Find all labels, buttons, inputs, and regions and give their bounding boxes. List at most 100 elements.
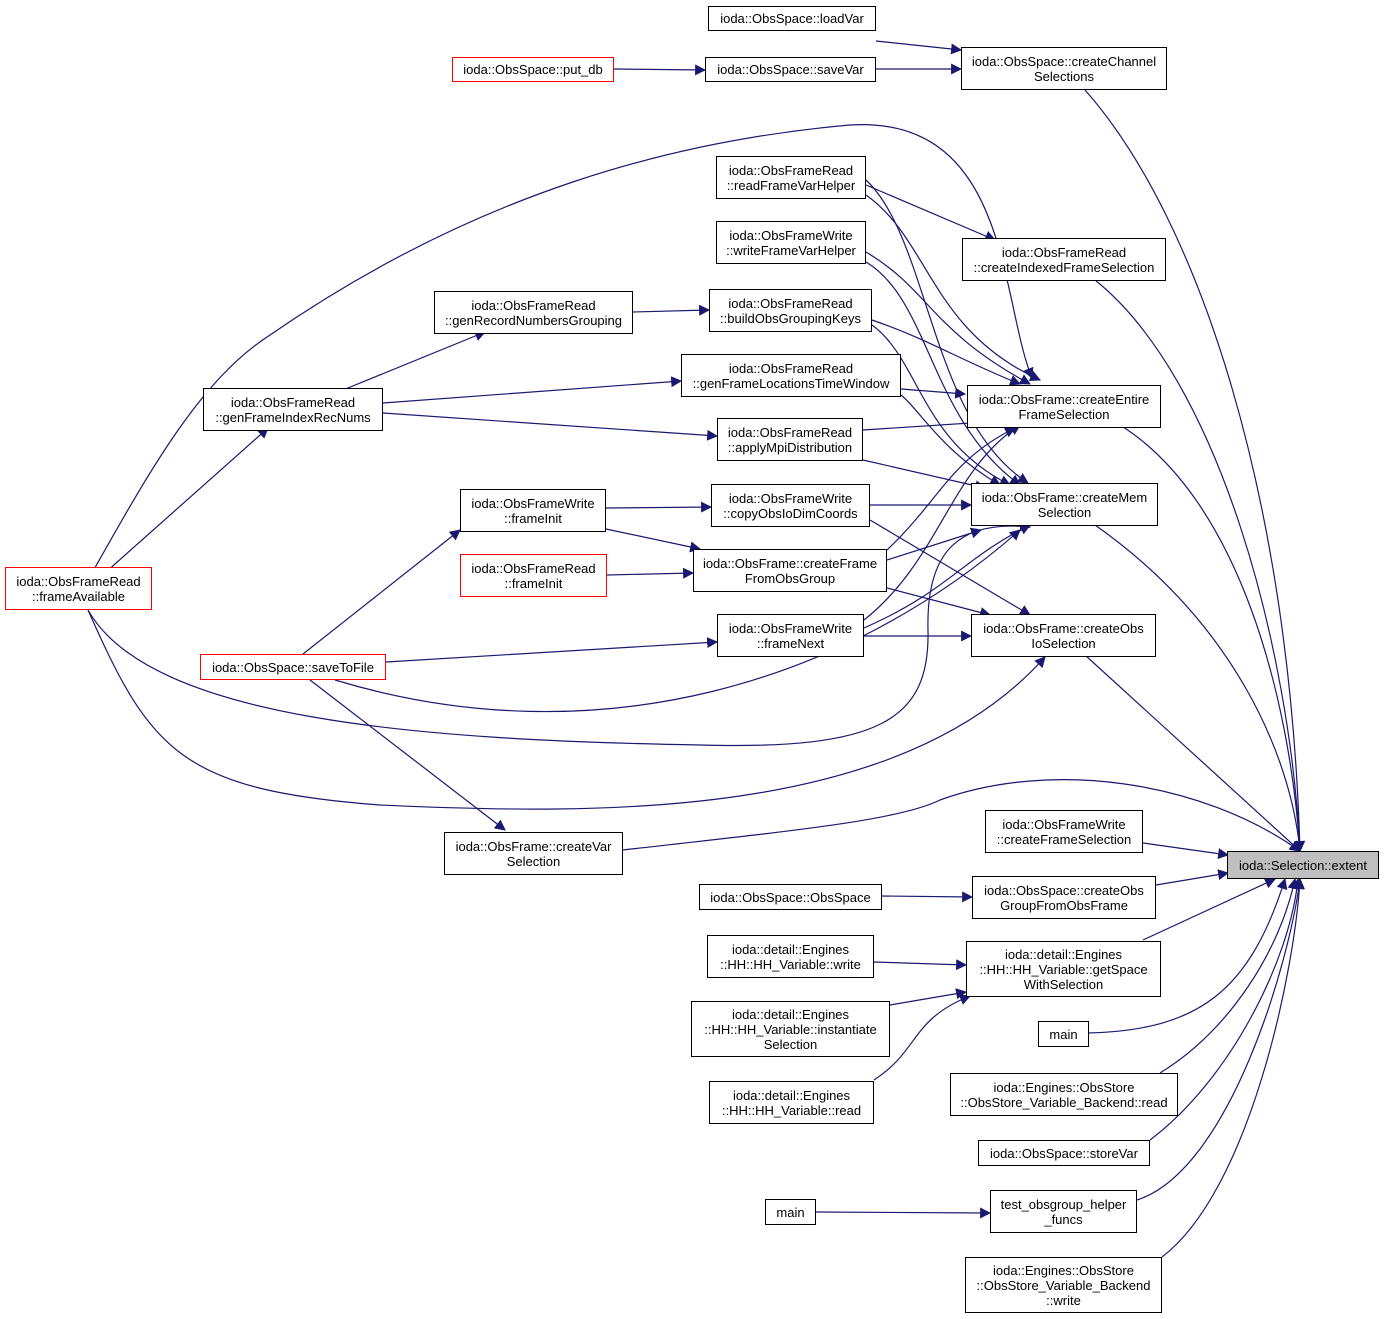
node-gen-record-numbers-grouping[interactable]: ioda::ObsFrameRead::genRecordNumbersGrou…: [434, 291, 633, 334]
node-label-line: ioda::ObsFrameWrite: [728, 620, 853, 636]
node-get-space-with-selection[interactable]: ioda::detail::Engines::HH::HH_Variable::…: [966, 941, 1161, 997]
node-obsspace-constructor[interactable]: ioda::ObsSpace::ObsSpace: [699, 884, 882, 910]
edge: [1084, 654, 1301, 852]
node-label-line: ioda::ObsFrameWrite: [1002, 816, 1126, 832]
edge: [875, 40, 963, 55]
node-gen-frame-index-rec-nums[interactable]: ioda::ObsFrameRead::genFrameIndexRecNums: [203, 388, 383, 431]
node-label-line: ioda::ObsSpace::saveToFile: [212, 659, 374, 675]
node-create-frame-selection[interactable]: ioda::ObsFrameWrite::createFrameSelectio…: [985, 810, 1143, 853]
node-label-line: ::genRecordNumbersGrouping: [444, 312, 623, 328]
node-selection-extent: ioda::Selection::extent: [1227, 851, 1379, 879]
node-label-line: ioda::Engines::ObsStore: [993, 1262, 1134, 1278]
edge: [96, 427, 269, 581]
edge: [865, 194, 1042, 381]
node-label-line: ::HH::HH_Variable::read: [721, 1102, 862, 1118]
node-obsspace-storevar[interactable]: ioda::ObsSpace::storeVar: [978, 1140, 1150, 1166]
node-obsstore-read[interactable]: ioda::Engines::ObsStore::ObsStore_Variab…: [950, 1073, 1178, 1116]
node-obsframewrite-frameinit[interactable]: ioda::ObsFrameWrite::frameInit: [460, 489, 606, 532]
node-label-line: GroupFromObsFrame: [1000, 897, 1128, 913]
node-hh-variable-write[interactable]: ioda::detail::Engines::HH::HH_Variable::…: [707, 935, 874, 978]
node-label-line: test_obsgroup_helper: [1000, 1196, 1127, 1212]
node-hh-variable-read[interactable]: ioda::detail::Engines::HH::HH_Variable::…: [709, 1081, 874, 1124]
node-apply-mpi-distribution[interactable]: ioda::ObsFrameRead::applyMpiDistribution: [717, 418, 863, 461]
edge: [385, 637, 719, 663]
edge: [382, 412, 719, 441]
node-obsframeread-frameinit[interactable]: ioda::ObsFrameRead::frameInit: [460, 554, 607, 597]
node-test-obsgroup-helper-funcs[interactable]: test_obsgroup_helper_funcs: [990, 1190, 1137, 1233]
edge: [886, 587, 992, 618]
node-label-line: ioda::ObsSpace::put_db: [463, 62, 603, 77]
edge: [886, 427, 1016, 551]
node-label-line: ioda::ObsFrame::createMem: [981, 489, 1148, 505]
node-label-line: ioda::ObsFrameWrite: [471, 495, 595, 511]
edge: [863, 424, 1021, 621]
node-label-line: IoSelection: [1031, 635, 1096, 651]
node-label-line: ioda::detail::Engines: [1004, 946, 1123, 962]
node-label-line: ::genFrameIndexRecNums: [215, 409, 371, 425]
node-label-line: Selection: [1037, 504, 1092, 520]
node-label-line: ioda::ObsFrame::createObs: [983, 620, 1144, 636]
edge: [863, 524, 1031, 629]
node-label-line: ::createIndexedFrameSelection: [973, 259, 1155, 275]
node-label-line: FromObsGroup: [744, 570, 836, 586]
node-label-line: ioda::ObsFrameRead: [728, 162, 854, 178]
edge: [865, 184, 997, 242]
edge: [886, 527, 983, 561]
node-label-line: ::frameInit: [504, 510, 562, 526]
edge: [613, 64, 707, 76]
node-label-line: ioda::ObsSpace::createObs: [984, 882, 1144, 898]
node-label-line: ::ObsStore_Variable_Backend::read: [960, 1094, 1168, 1110]
node-copy-obs-io-dim-coords[interactable]: ioda::ObsFrameWrite::copyObsIoDimCoords: [711, 484, 870, 527]
edge: [342, 330, 487, 391]
edge: [309, 679, 506, 831]
node-gen-frame-locations-time-window[interactable]: ioda::ObsFrameRead::genFrameLocationsTim…: [681, 354, 901, 397]
node-label-line: ioda::ObsSpace::saveVar: [717, 62, 864, 77]
edge: [605, 501, 713, 513]
node-main-2[interactable]: main: [765, 1199, 816, 1225]
node-obsstore-write[interactable]: ioda::Engines::ObsStore::ObsStore_Variab…: [965, 1257, 1162, 1313]
node-label-line: ioda::ObsSpace::storeVar: [990, 1145, 1138, 1161]
node-obsspace-loadvar[interactable]: ioda::ObsSpace::loadVar: [708, 6, 876, 31]
node-label-line: ::ObsStore_Variable_Backend: [976, 1277, 1151, 1293]
node-label-line: ioda::ObsSpace::ObsSpace: [710, 889, 871, 905]
node-label-line: Selection: [506, 853, 561, 869]
edge: [1119, 424, 1305, 853]
node-label-line: ioda::detail::Engines: [731, 941, 850, 957]
node-label-line: ioda::ObsSpace::loadVar: [720, 11, 864, 26]
edge: [1142, 878, 1276, 941]
edge: [865, 251, 1031, 385]
node-label-line: ::write: [1046, 1292, 1081, 1308]
edge: [881, 891, 974, 903]
node-obsspace-put-db[interactable]: ioda::ObsSpace::put_db: [452, 57, 614, 82]
node-label-line: ::copyObsIoDimCoords: [723, 505, 858, 521]
node-frame-available[interactable]: ioda::ObsFrameRead::frameAvailable: [5, 567, 152, 610]
edge: [889, 988, 968, 1006]
edge: [605, 528, 702, 553]
node-create-indexed-frame-selection[interactable]: ioda::ObsFrameRead::createIndexedFrameSe…: [962, 238, 1166, 281]
node-obsspace-savevar[interactable]: ioda::ObsSpace::saveVar: [705, 57, 876, 82]
node-write-frame-var-helper[interactable]: ioda::ObsFrameWrite::writeFrameVarHelper: [716, 221, 866, 264]
node-build-obs-grouping-keys[interactable]: ioda::ObsFrameRead::buildObsGroupingKeys: [709, 289, 872, 332]
edge: [871, 324, 1011, 486]
edge: [1084, 89, 1306, 853]
node-instantiate-selection[interactable]: ioda::detail::Engines::HH::HH_Variable::…: [691, 1001, 890, 1057]
edge: [622, 779, 1301, 852]
node-save-to-file[interactable]: ioda::ObsSpace::saveToFile: [200, 654, 386, 680]
node-frame-next[interactable]: ioda::ObsFrameWrite::frameNext: [717, 614, 864, 657]
node-label-line: _funcs: [1044, 1211, 1083, 1227]
node-main-1[interactable]: main: [1038, 1021, 1089, 1047]
node-label-line: ioda::detail::Engines: [732, 1087, 851, 1103]
node-label-line: ioda::detail::Engines: [731, 1006, 850, 1022]
node-label-line: ::frameAvailable: [32, 588, 125, 604]
edge: [1136, 877, 1305, 1201]
node-label-line: ::readFrameVarHelper: [726, 177, 856, 193]
node-label-line: ioda::ObsFrameWrite: [728, 490, 853, 506]
node-read-frame-var-helper[interactable]: ioda::ObsFrameRead::readFrameVarHelper: [716, 156, 866, 199]
